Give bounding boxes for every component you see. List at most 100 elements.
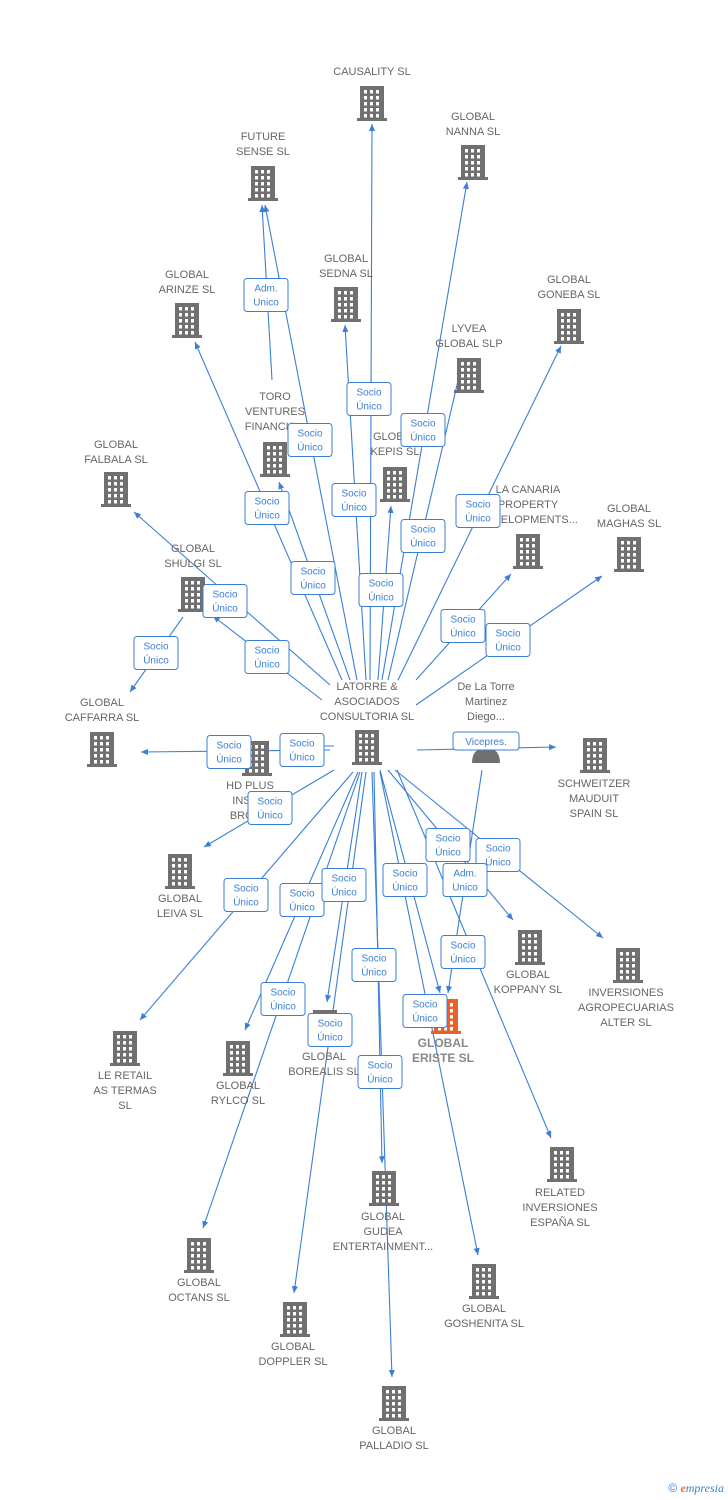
node-label: PALLADIO SL <box>359 1440 429 1452</box>
building-icon <box>223 1041 253 1076</box>
node-label: KEPIS SL <box>371 446 420 458</box>
building-icon <box>110 1031 140 1066</box>
edge-label-line: Socio <box>465 500 490 511</box>
node-label: ARINZE SL <box>159 284 216 296</box>
edge-label-line: Único <box>289 751 315 764</box>
node-label: SENSE SL <box>236 146 290 158</box>
copyright-symbol: © <box>668 1481 678 1495</box>
edge-label-line: Único <box>317 1031 343 1044</box>
edge-label-line: Socio <box>450 941 475 952</box>
edge-label-delatorre-to-eriste[interactable]: Adm.Unico <box>442 863 488 897</box>
edge-label-line: Único <box>361 966 387 979</box>
node-gudea[interactable]: GLOBALGUDEAENTERTAINMENT... <box>333 1171 433 1253</box>
edge-label-toro-to-future[interactable]: Adm.Unico <box>243 278 289 312</box>
edge-label-line: Socio <box>331 874 356 885</box>
edge-label-line: Adm. <box>254 284 277 295</box>
node-label: SEDNA SL <box>319 268 373 280</box>
edge-label-delatorre-to-schweitzer[interactable]: Vicepres. <box>452 731 520 751</box>
node-label: SPAIN SL <box>570 808 619 820</box>
edge-label-line: Socio <box>450 615 475 626</box>
node-label: GUDEA <box>363 1226 403 1238</box>
building-icon <box>580 738 610 773</box>
footer-brand[interactable]: © empresia <box>668 1481 724 1496</box>
node-label: TORO <box>259 391 291 403</box>
node-label: INVERSIONES <box>588 987 663 999</box>
node-label: GLOBAL <box>94 439 138 451</box>
node-canaria[interactable]: LA CANARIAPROPERTYDEVELOPMENTS... <box>478 484 578 569</box>
node-label: AS TERMAS <box>93 1085 156 1097</box>
edge-label-line: Único <box>450 627 476 640</box>
node-label: DOPPLER SL <box>258 1356 327 1368</box>
node-label: GLOBAL <box>418 1036 469 1050</box>
empresia-logo: empresia <box>680 1481 724 1495</box>
building-icon <box>554 309 584 344</box>
edge-label-line: Único <box>435 846 461 859</box>
node-label: GLOBAL <box>547 274 591 286</box>
node-delatorre[interactable]: De La TorreMartinezDiego... <box>457 681 515 763</box>
node-label: GLOBAL <box>451 111 495 123</box>
building-icon <box>547 1147 577 1182</box>
building-icon <box>260 442 290 477</box>
edge-label-line: Socio <box>216 741 241 752</box>
edge-label-line: Socio <box>410 525 435 536</box>
node-causality[interactable]: CAUSALITY SL <box>333 66 411 121</box>
node-label: GLOBAL <box>361 1211 405 1223</box>
edge-labels-layer: SocioÚnicoSocioÚnicoAdm.UnicoSocioÚnicoS… <box>133 278 531 1089</box>
building-icon <box>469 1264 499 1299</box>
node-label: LYVEA <box>452 323 487 335</box>
